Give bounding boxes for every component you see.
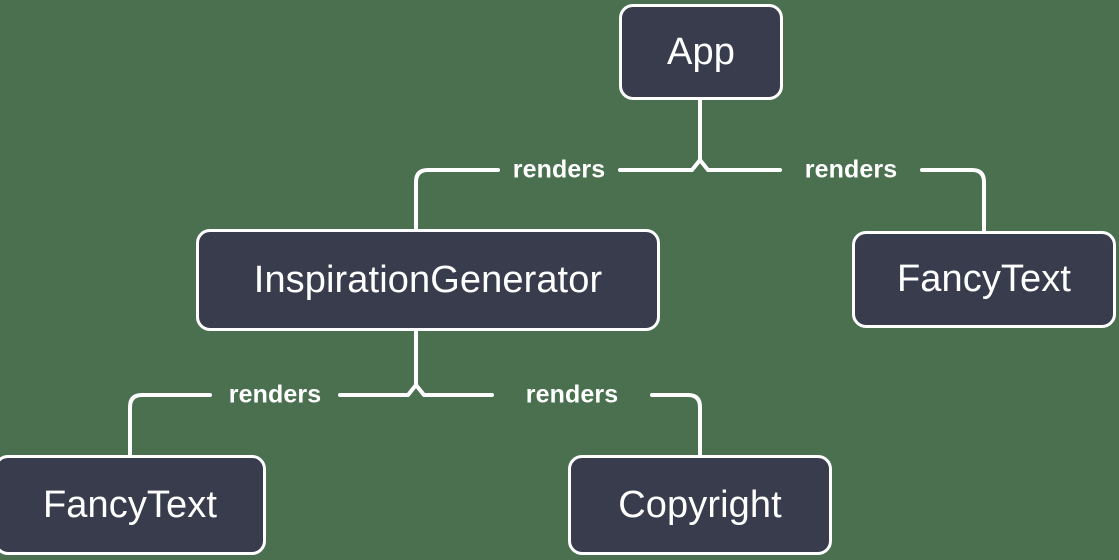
node-fancytext-right[interactable]: FancyText bbox=[852, 231, 1116, 328]
node-copyright-label: Copyright bbox=[618, 483, 782, 526]
node-fancytext-right-label: FancyText bbox=[896, 258, 1072, 300]
node-app[interactable]: App bbox=[619, 4, 783, 100]
edge-inspgen-to-copyright-b bbox=[650, 393, 702, 457]
node-copyright[interactable]: Copyright bbox=[568, 455, 832, 555]
edge-inspgen-to-fancytext-b bbox=[128, 393, 212, 457]
edge-app-to-fancytext-right-a bbox=[698, 158, 782, 172]
node-app-label: App bbox=[667, 30, 735, 73]
edge-app-to-fancytext-right-b bbox=[920, 168, 986, 233]
edge-label-app-to-inspirationgenerator: renders bbox=[512, 155, 606, 184]
edge-inspgen-to-fancytext-a bbox=[338, 383, 418, 397]
node-fancytext-left-label: FancyText bbox=[42, 483, 218, 526]
edge-inspgen-to-copyright-a bbox=[414, 383, 494, 397]
node-fancytext-left[interactable]: FancyText bbox=[0, 455, 266, 555]
edge-label-inspirationgenerator-to-copyright: renders bbox=[525, 380, 619, 409]
node-inspirationgenerator[interactable]: InspirationGenerator bbox=[196, 229, 660, 331]
node-inspirationgenerator-label: InspirationGenerator bbox=[253, 258, 603, 301]
edge-app-to-inspirationgenerator bbox=[618, 158, 702, 172]
edge-label-inspirationgenerator-to-fancytext: renders bbox=[228, 380, 322, 409]
edge-app-to-inspirationgenerator-left bbox=[414, 168, 500, 231]
edge-label-app-to-fancytext: renders bbox=[804, 155, 898, 184]
